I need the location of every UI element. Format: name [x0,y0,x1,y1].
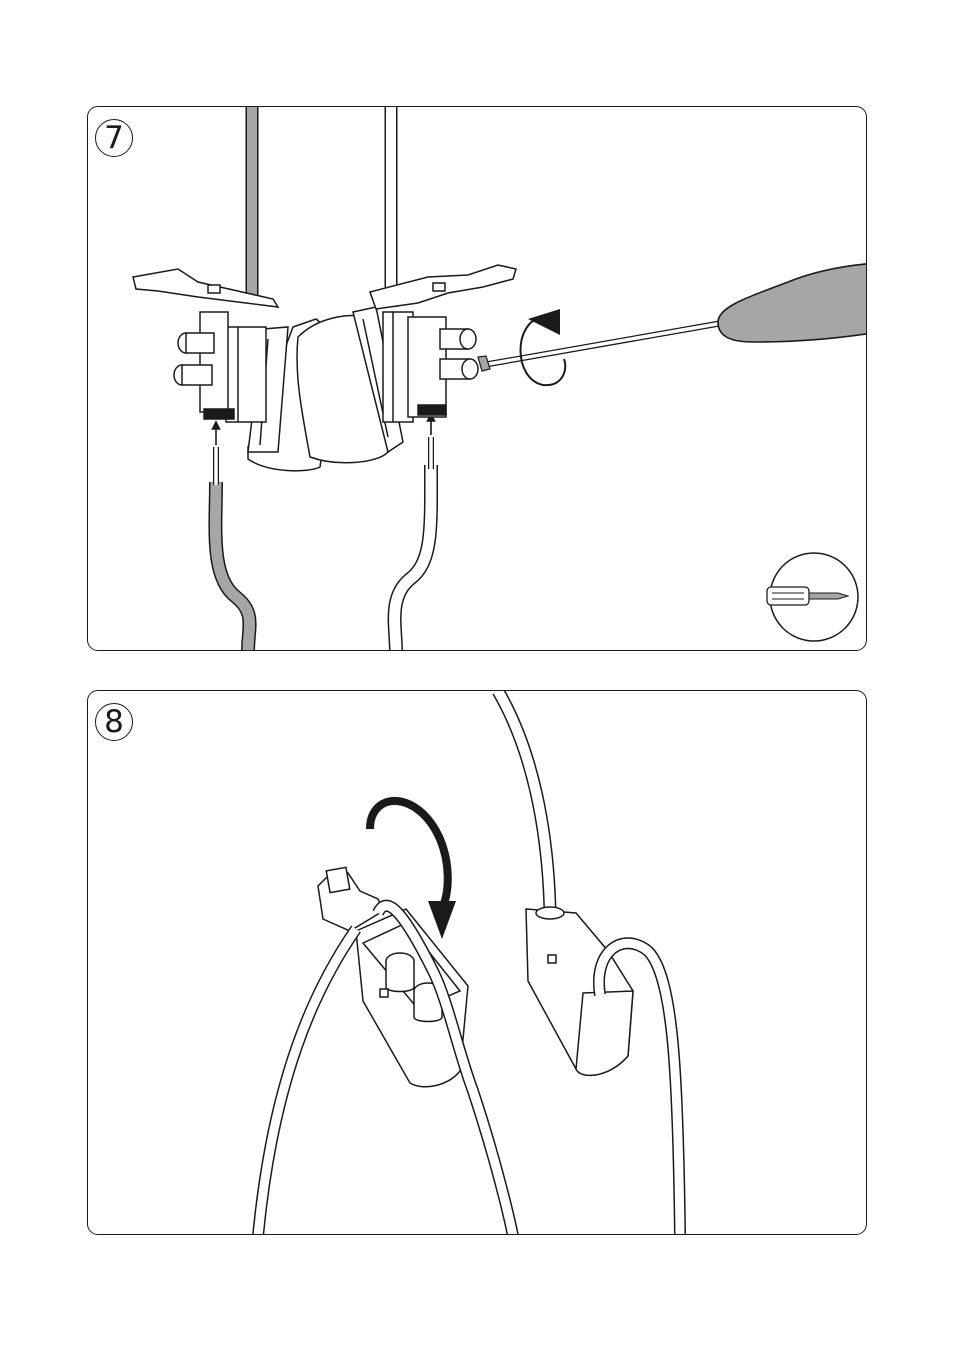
step-8-illustration [88,691,867,1235]
screwdriver-icon [767,553,858,641]
right-connector-top-cable [498,691,550,911]
lower-left-cable [215,425,249,651]
step-number-badge: 7 [95,119,133,157]
step-number-badge: 8 [95,703,133,741]
lower-right-cable [395,417,431,651]
step-8-panel: 8 [87,690,867,1235]
right-terminal-block [370,265,516,422]
closed-connector-right [526,907,633,1075]
step-7-panel: 7 [87,106,867,651]
step-7-illustration [88,107,867,651]
rotate-clockwise-icon [521,309,566,385]
